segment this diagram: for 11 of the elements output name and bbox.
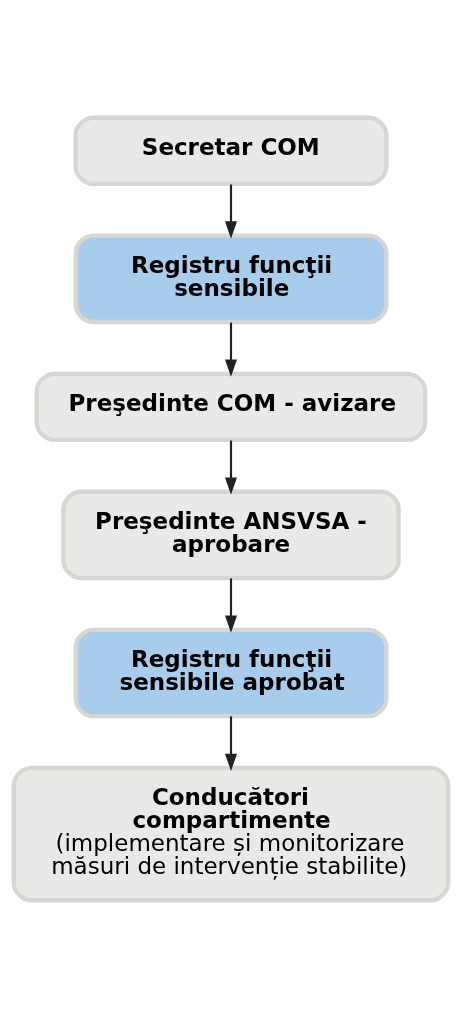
- arrow: [224, 715, 238, 771]
- node-box: Registru funcţii sensibile aprobat: [73, 627, 389, 718]
- arrow: [224, 322, 238, 377]
- node-box: Secretar COM: [73, 115, 389, 186]
- node-box: Preşedinte COM - avizare: [34, 371, 428, 442]
- node-box: Conducători compartimente (implementare și monitorizare măsuri de intervenție stabilite): [11, 765, 451, 902]
- node-box: Registru funcţii sensibile: [73, 233, 389, 324]
- arrow: [224, 577, 238, 633]
- arrow: [224, 440, 238, 495]
- node-box: Preşedinte ANSVSA - aprobare: [61, 489, 401, 580]
- arrow: [224, 184, 238, 239]
